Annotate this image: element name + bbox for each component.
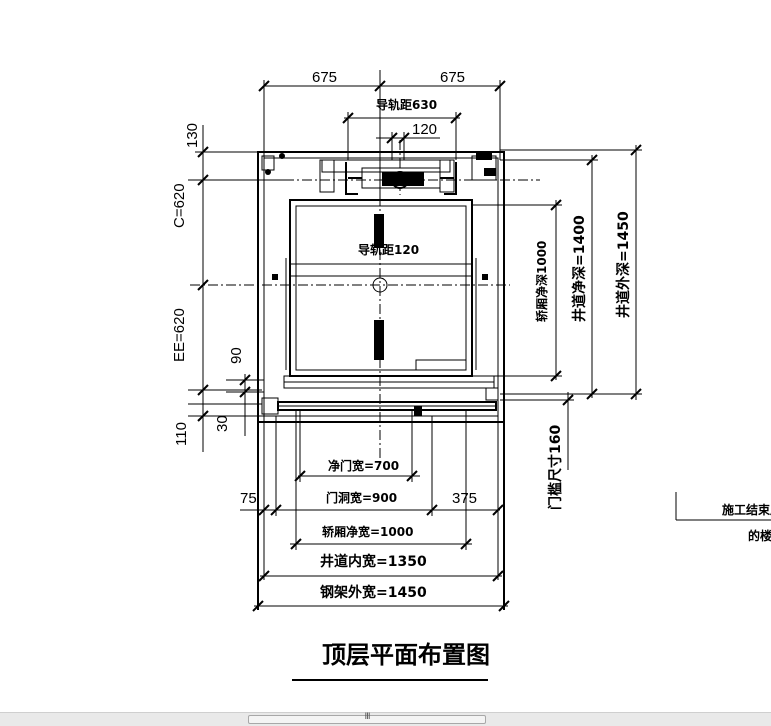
dim-top-120: 120 [412,121,437,138]
dim-left-ee: EE=620 [171,308,188,362]
dim-375: 375 [452,490,477,507]
right-dimension-chain: 轿厢净深1000 井道净深=1400 井道外深=1450 [470,144,642,400]
car-sill [261,375,499,416]
shaft-outer-width-dim: 钢架外宽=1450 [252,584,510,612]
shaft-inner-width-dim: 井道内宽=1350 [258,553,504,582]
dim-left-c: C=620 [171,183,188,228]
dim-top-right: 675 [440,69,465,86]
sill-dimension: 门槛尺寸160 [500,392,574,510]
dim-left-30: 30 [214,415,231,432]
dim-75: 75 [240,490,257,507]
side-note-line2: 的楼 [748,528,771,543]
drawing-title: 顶层平面布置图 [322,641,490,669]
side-note-line1: 施工结束后 [722,502,771,517]
shaft-outline [257,151,505,610]
scrollbar-thumb[interactable]: III [248,712,486,724]
dim-shaft-outer-depth: 井道外深=1450 [615,211,632,318]
dim-door-opening: 门洞宽=900 [326,490,397,505]
scrollbar-grip-icon: III [364,712,371,722]
dim-shaft-outer-width: 钢架外宽=1450 [320,584,427,601]
dim-left-90: 90 [228,347,245,364]
horizontal-scrollbar[interactable]: III [0,712,771,726]
centerlines: 导轨距120 [190,70,540,460]
dim-door-clear: 净门宽=700 [328,458,399,473]
dim-left-130: 130 [184,123,201,148]
dim-top-left: 675 [312,69,337,86]
dim-shaft-inner-depth: 井道净深=1400 [571,215,588,322]
dim-rail-gauge-top: 导轨距630 [376,97,437,112]
door-clear-dim: 净门宽=700 [294,410,420,482]
dim-shaft-inner-width: 井道内宽=1350 [320,553,427,570]
dim-120-top: 120 [376,121,440,160]
dim-car-depth: 轿厢净深1000 [534,241,549,322]
dim-90-30: 90 30 [214,347,264,436]
car-width-dim: 轿厢净宽=1000 [290,410,472,550]
rail-gauge-630-dim: 导轨距630 [342,97,462,160]
left-dimension-chain: 130 C=620 EE=620 110 [171,123,290,452]
dim-rail-gauge-mid: 导轨距120 [358,242,419,257]
dim-left-110: 110 [173,422,190,446]
dim-sill-160: 门槛尺寸160 [547,425,564,510]
dim-car-width: 轿厢净宽=1000 [322,524,413,539]
door-opening-dim: 75 门洞宽=900 375 [240,416,504,516]
